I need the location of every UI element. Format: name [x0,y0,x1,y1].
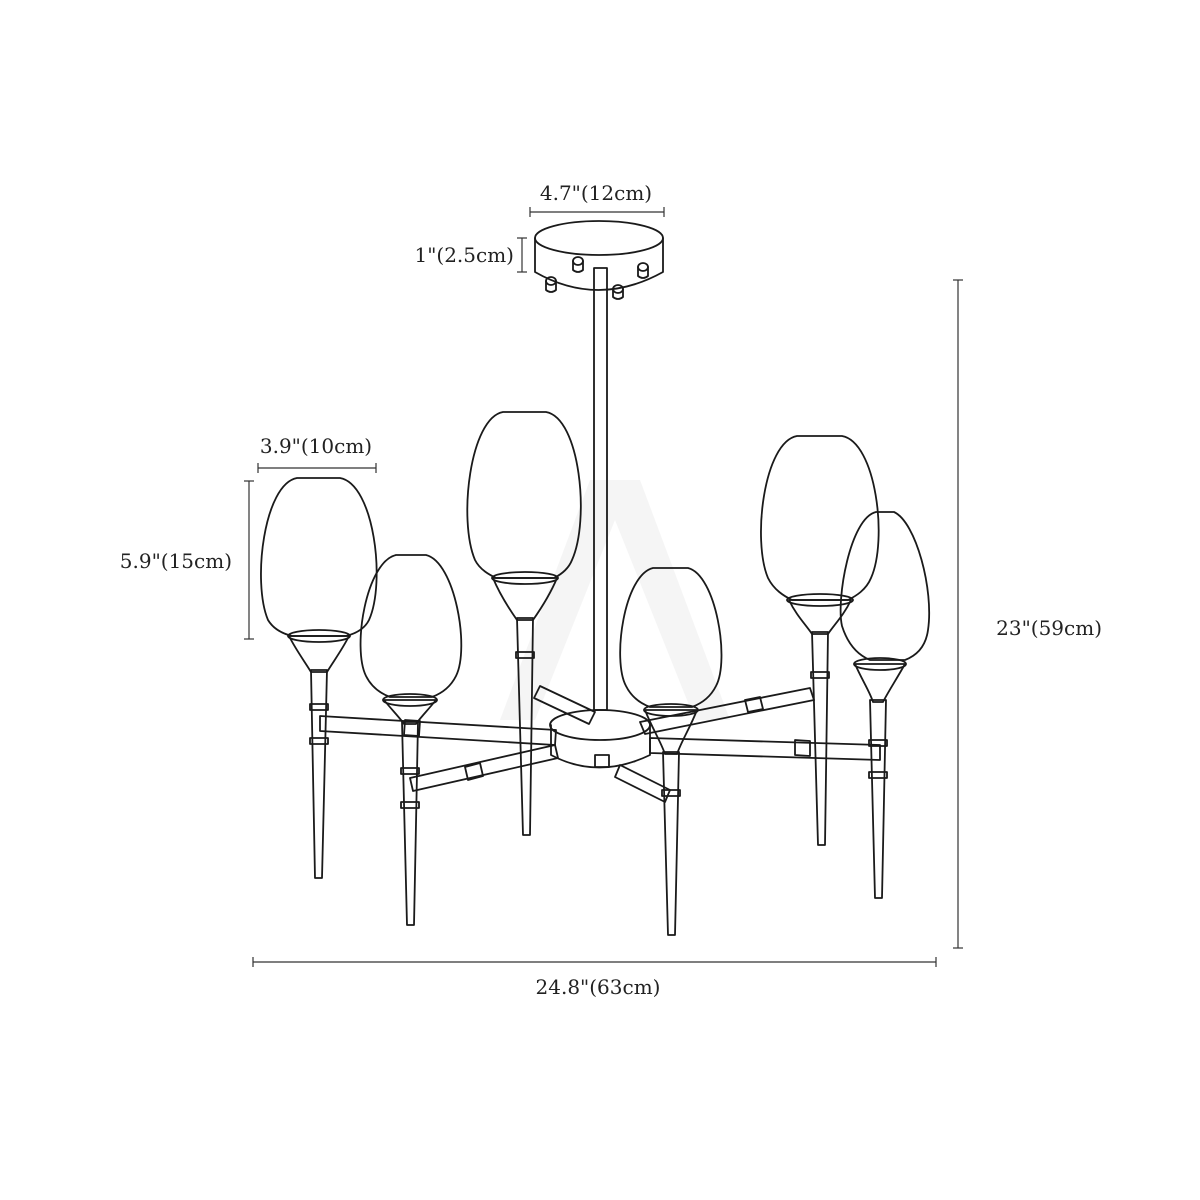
lamp-front-center [619,567,723,936]
lamp-far-right [839,511,930,899]
lamp-left-middle [359,554,463,926]
lamp-back-right [760,435,880,846]
canopy-height-label: 1"(2.5cm) [414,243,514,267]
arm-back-right [639,687,815,735]
shade-width-label: 3.9"(10cm) [260,434,372,458]
total-height-label: 23"(59cm) [996,616,1102,640]
shade-height-label: 5.9"(15cm) [120,549,232,573]
dimension-lines [244,207,963,967]
center-hub [549,709,651,769]
lamp-far-left [260,477,378,879]
ceiling-canopy [534,220,664,300]
total-width-label: 24.8"(63cm) [536,975,661,999]
arm-back-left [533,685,596,725]
arm-front-lower-left [409,744,559,792]
arm-front-right [649,737,881,761]
canopy-width-label: 4.7"(12cm) [540,181,652,205]
watermark-logo [500,480,730,720]
lamp-back-center [466,411,582,836]
